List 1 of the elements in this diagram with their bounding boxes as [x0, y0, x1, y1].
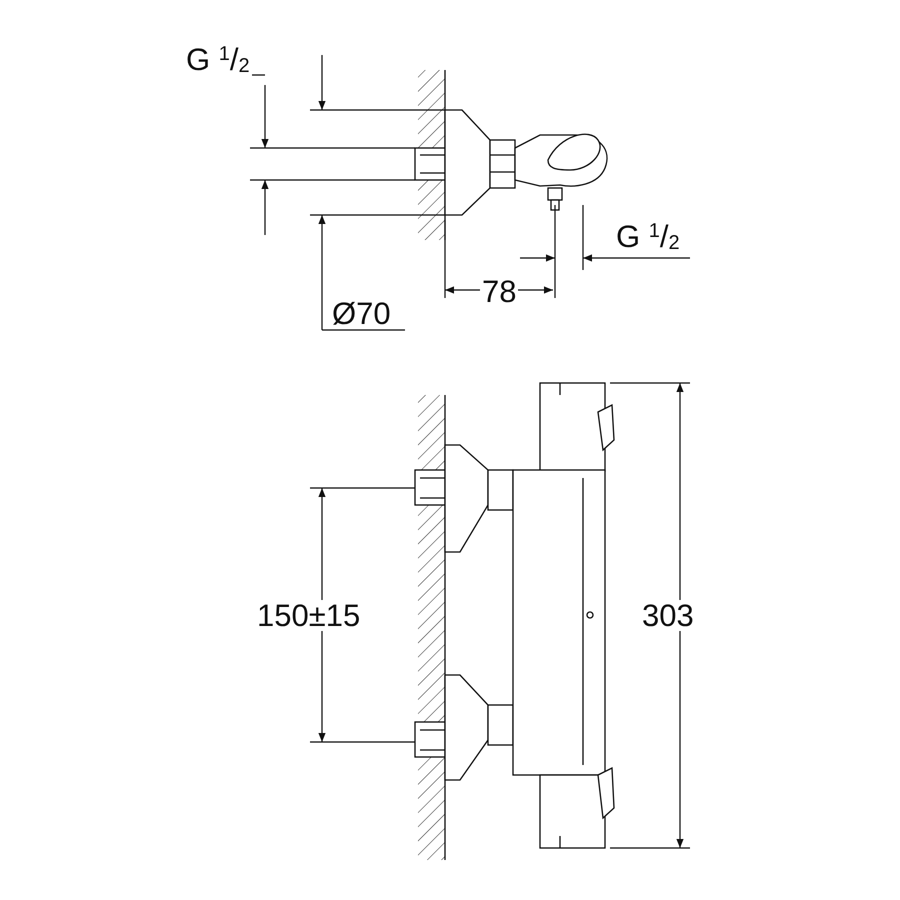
dimension-label: G $^{1}$/$_{2}$ — [184, 44, 252, 76]
